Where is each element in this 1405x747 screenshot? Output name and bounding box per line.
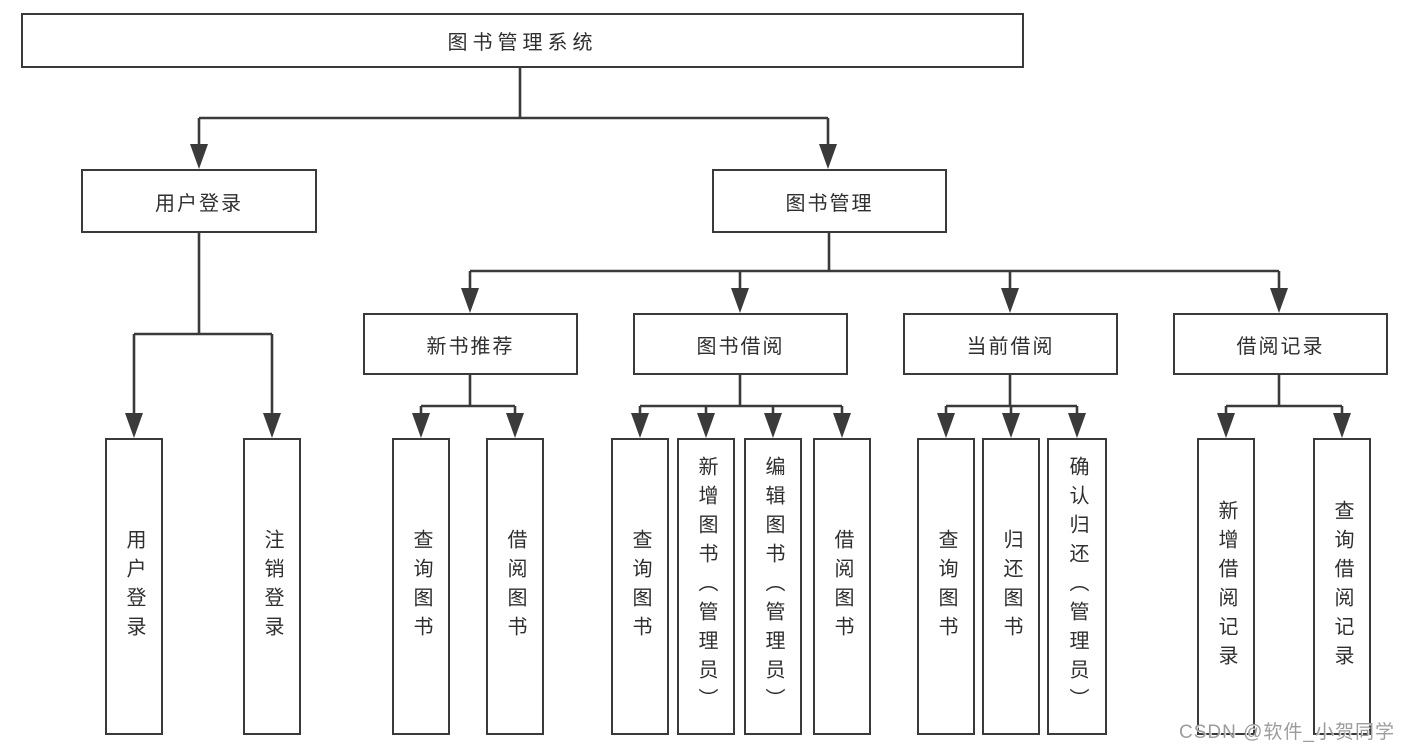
leaf-query-books-recommend: 查询图书 [392, 438, 450, 735]
node-label: 查询图书 [935, 528, 957, 645]
leaf-add-borrow-record: 新增借阅记录 [1197, 438, 1255, 735]
leaf-add-book-admin: 新增图书（管理员） [677, 438, 735, 735]
leaf-edit-book-admin: 编辑图书（管理员） [744, 438, 802, 735]
node-label: 用户登录 [155, 192, 243, 215]
node-label: 归还图书 [1000, 528, 1022, 645]
node-label: 查询图书 [629, 528, 651, 645]
node-label: 编辑图书（管理员） [762, 456, 784, 717]
node-label: 借阅记录 [1236, 335, 1325, 358]
node-borrowing-records: 借阅记录 [1173, 313, 1388, 375]
node-book-management: 图书管理 [712, 169, 947, 233]
node-label: 图书借阅 [696, 335, 785, 358]
node-label: 查询图书 [410, 528, 432, 645]
leaf-user-login: 用户登录 [105, 438, 163, 735]
node-library-management-system: 图书管理系统 [21, 13, 1024, 68]
leaf-borrow-books-borrow: 借阅图书 [813, 438, 871, 735]
node-current-borrowing: 当前借阅 [903, 313, 1118, 375]
node-label: 图书管理 [785, 192, 874, 215]
leaf-logout: 注销登录 [243, 438, 301, 735]
leaf-query-borrow-record: 查询借阅记录 [1313, 438, 1371, 735]
csdn-watermark: CSDN @软件_小贺同学 [1179, 722, 1395, 743]
node-label: 新书推荐 [426, 335, 515, 358]
node-label: 查询借阅记录 [1331, 499, 1353, 674]
leaf-query-books-current: 查询图书 [917, 438, 975, 735]
node-label: 注销登录 [261, 528, 283, 645]
leaf-borrow-books-recommend: 借阅图书 [486, 438, 544, 735]
node-book-borrowing: 图书借阅 [633, 313, 848, 375]
node-label: 确认归还（管理员） [1066, 456, 1088, 717]
leaf-query-books-borrow: 查询图书 [611, 438, 669, 735]
leaf-confirm-return-admin: 确认归还（管理员） [1047, 438, 1107, 735]
node-label: 图书管理系统 [447, 32, 598, 54]
node-label: 新增借阅记录 [1215, 499, 1237, 674]
node-new-book-recommendation: 新书推荐 [363, 313, 578, 375]
node-label: 借阅图书 [831, 528, 853, 645]
node-label: 新增图书（管理员） [695, 456, 717, 717]
node-user-login: 用户登录 [81, 169, 317, 233]
node-label: 当前借阅 [966, 335, 1055, 358]
node-label: 借阅图书 [504, 528, 526, 645]
leaf-return-books: 归还图书 [982, 438, 1040, 735]
node-label: 用户登录 [123, 528, 145, 645]
